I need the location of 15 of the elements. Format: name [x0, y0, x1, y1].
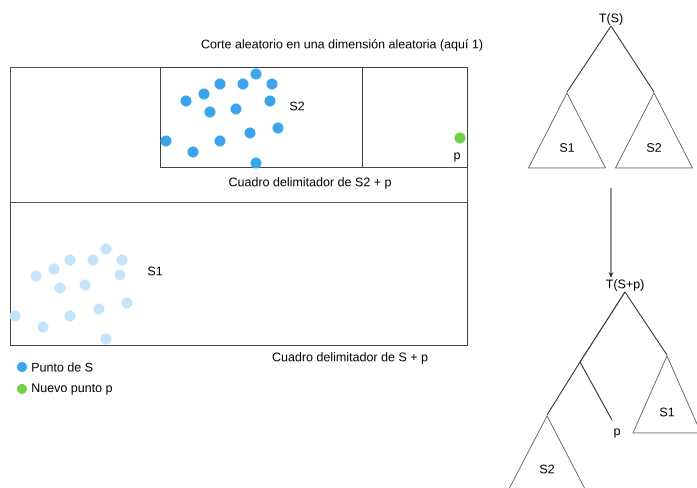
- box-label: Cuadro delimitador de S + p: [272, 352, 428, 364]
- tree-label: p: [614, 428, 620, 438]
- tree-branch: [610, 26, 654, 92]
- tree-branch: [579, 292, 626, 420]
- legend-label: Punto de S: [32, 362, 92, 372]
- tree-label: T(S+p): [606, 279, 644, 291]
- bounding-box: S1: [10, 202, 468, 346]
- bounding-box: S2: [160, 67, 363, 168]
- tree-branch: [566, 26, 612, 92]
- caption-text: Corte aleatorio en una dimensión aleatoria (aquí 1): [202, 39, 482, 51]
- legend-label: Nuevo punto p: [32, 383, 112, 395]
- bounding-box: p: [362, 67, 468, 168]
- tree-label: T(S): [599, 13, 622, 25]
- box-label: Cuadro delimitador de S2 + p: [229, 177, 391, 189]
- tree-branch: [624, 292, 668, 356]
